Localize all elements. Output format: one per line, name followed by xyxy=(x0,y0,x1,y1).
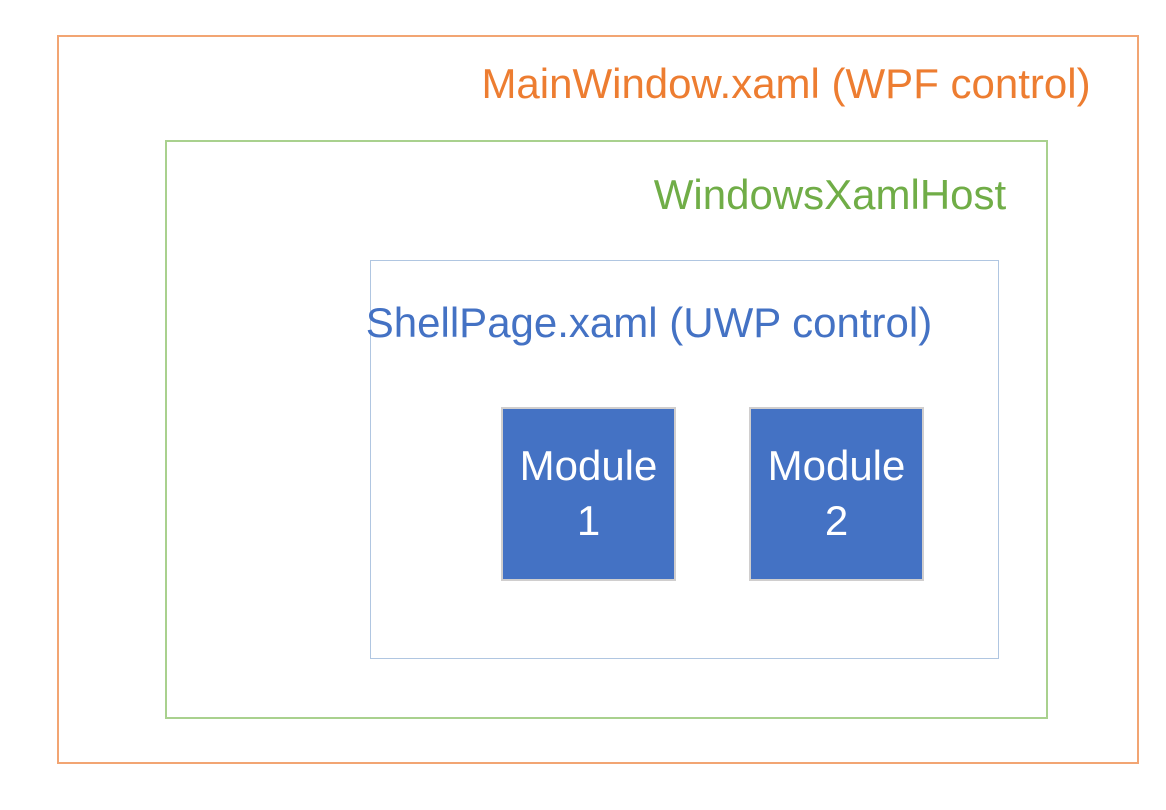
windows-xaml-host-label: WindowsXamlHost xyxy=(653,171,1007,218)
module-1-box: Module 1 xyxy=(501,407,676,581)
main-window-label: MainWindow.xaml (WPF control) xyxy=(481,60,1091,107)
windows-xaml-host-box xyxy=(165,140,1048,719)
module-2-label-line2: 2 xyxy=(824,497,849,544)
shell-page-uwp-box xyxy=(370,260,999,659)
module-1-label-line2: 1 xyxy=(576,497,601,544)
module-2-box: Module 2 xyxy=(749,407,924,581)
shell-page-label: ShellPage.xaml (UWP control) xyxy=(365,299,933,346)
module-1-label-line1: Module xyxy=(519,442,658,490)
main-window-wpf-box xyxy=(57,35,1139,764)
module-2-label-line1: Module xyxy=(767,442,906,490)
